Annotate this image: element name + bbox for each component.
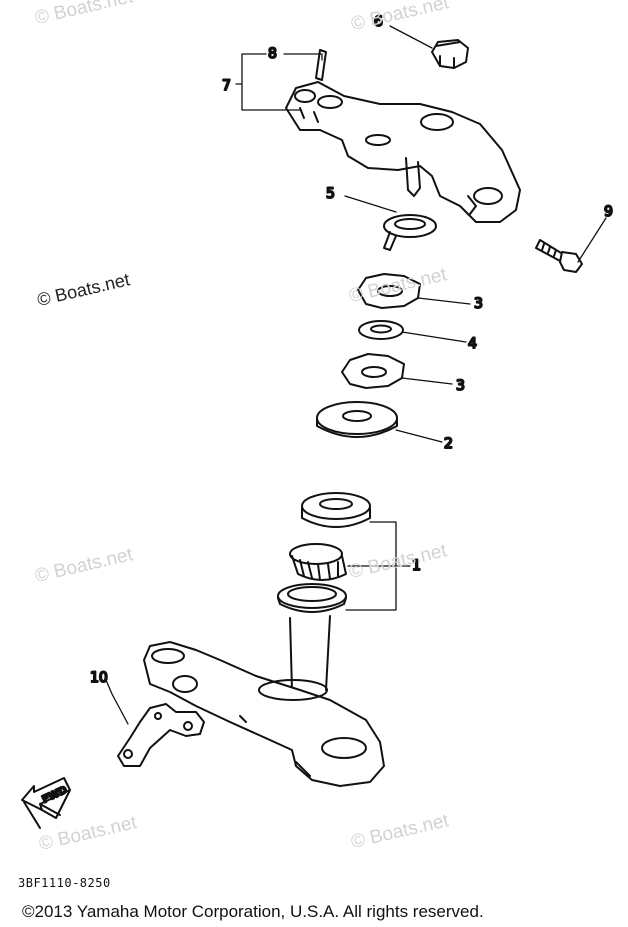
copyright-notice: ©2013 Yamaha Motor Corporation, U.S.A. A… bbox=[22, 902, 484, 921]
leader-lines bbox=[105, 25, 607, 725]
part-10-bracket bbox=[117, 703, 205, 767]
callout-7: 7 bbox=[222, 78, 231, 94]
callout-2: 2 bbox=[444, 436, 453, 452]
callout-4: 4 bbox=[468, 336, 477, 352]
callout-3-upper: 3 bbox=[474, 296, 483, 312]
callout-6: 6 bbox=[374, 14, 383, 30]
part-steering-stem bbox=[143, 615, 385, 787]
callout-8: 8 bbox=[268, 46, 277, 62]
part-1-bearing-set bbox=[277, 492, 371, 613]
part-4-washer bbox=[358, 320, 404, 340]
part-3-ring-nut-lower bbox=[341, 353, 405, 389]
part-8-pin bbox=[315, 49, 327, 81]
part-2-dust-seal bbox=[316, 401, 398, 438]
part-3-ring-nut-upper bbox=[357, 273, 421, 309]
part-5-lock-washer bbox=[383, 214, 437, 251]
part-7-upper-bracket bbox=[285, 81, 521, 223]
diagram-code: 3BF1110-8250 bbox=[18, 876, 111, 890]
callout-9: 9 bbox=[604, 204, 613, 220]
part-6-cap-nut bbox=[431, 39, 469, 69]
callout-10: 10 bbox=[90, 670, 108, 686]
part-9-bolt bbox=[535, 239, 583, 273]
callout-5: 5 bbox=[326, 186, 335, 202]
fwd-arrow-icon bbox=[21, 777, 71, 829]
callout-3-lower: 3 bbox=[456, 378, 465, 394]
callout-1: 1 bbox=[412, 558, 421, 574]
